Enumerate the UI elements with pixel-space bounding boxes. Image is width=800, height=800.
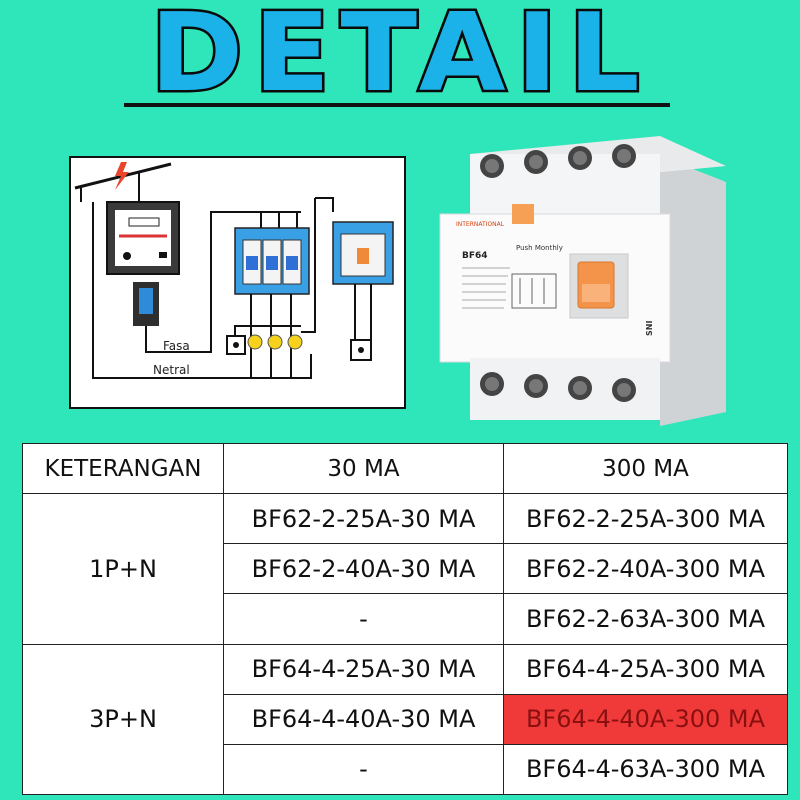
table-cell: BF62-2-25A-30 MA [223,493,504,545]
page-title: DETAIL [0,4,800,104]
header-keterangan: KETERANGAN [22,442,224,495]
push-monthly-label: Push Monthly [516,244,563,252]
table-header-row: KETERANGAN 30 MA 300 MA [22,442,788,495]
table-cell: BF64-4-25A-30 MA [223,643,504,695]
table-cell: BF62-2-40A-30 MA [223,543,504,595]
table-cell: BF64-4-63A-300 MA [503,743,788,796]
fasa-label: Fasa [163,339,190,353]
table-row: - BF62-2-63A-300 MA [23,593,788,645]
rccb-product-image: INTERNATIONAL BF64 Push Monthly SNI [420,126,750,426]
lamp-icon [287,334,303,350]
lightning-icon [115,162,129,190]
netral-label: Netral [153,363,190,377]
highlighted-cell: BF64-4-40A-300 MA [503,693,788,745]
lamp-icon [267,334,283,350]
wiring-diagram: Fasa Netral [69,156,406,409]
table-row: 1P+N BF62-2-25A-30 MA BF62-2-25A-300 MA [22,493,788,645]
model-table: KETERANGAN 30 MA 300 MA 1P+N BF62-2-25A-… [22,442,788,796]
test-button [512,204,534,224]
group-label-3p: 3P+N [22,643,224,796]
group-label-1p: 1P+N [22,493,224,645]
table-row: BF64-4-40A-30 MA BF64-4-40A-300 MA [23,693,788,745]
table-cell: - [223,593,504,645]
wiring-symbol [511,273,557,309]
table-cell: BF62-2-25A-300 MA [503,493,788,545]
table-row: BF62-2-40A-30 MA BF62-2-40A-300 MA [23,543,788,595]
table-cell: BF62-2-63A-300 MA [503,593,788,645]
table-cell: BF64-4-40A-30 MA [223,693,504,745]
header-300ma: 300 MA [503,442,788,495]
lamp-icon [247,334,263,350]
title-underline [124,103,670,107]
table-cell: BF62-2-40A-300 MA [503,543,788,595]
table-cell: BF64-4-25A-300 MA [503,643,788,695]
sni-mark: SNI [645,321,654,336]
header-30ma: 30 MA [223,442,504,495]
table-cell: - [223,743,504,796]
brand-label: INTERNATIONAL [456,221,505,228]
table-row: - BF64-4-63A-300 MA [23,743,788,796]
model-label: BF64 [462,251,488,261]
table-row: 3P+N BF64-4-25A-30 MA BF64-4-25A-300 MA [22,643,788,796]
title-text: DETAIL [150,4,650,104]
